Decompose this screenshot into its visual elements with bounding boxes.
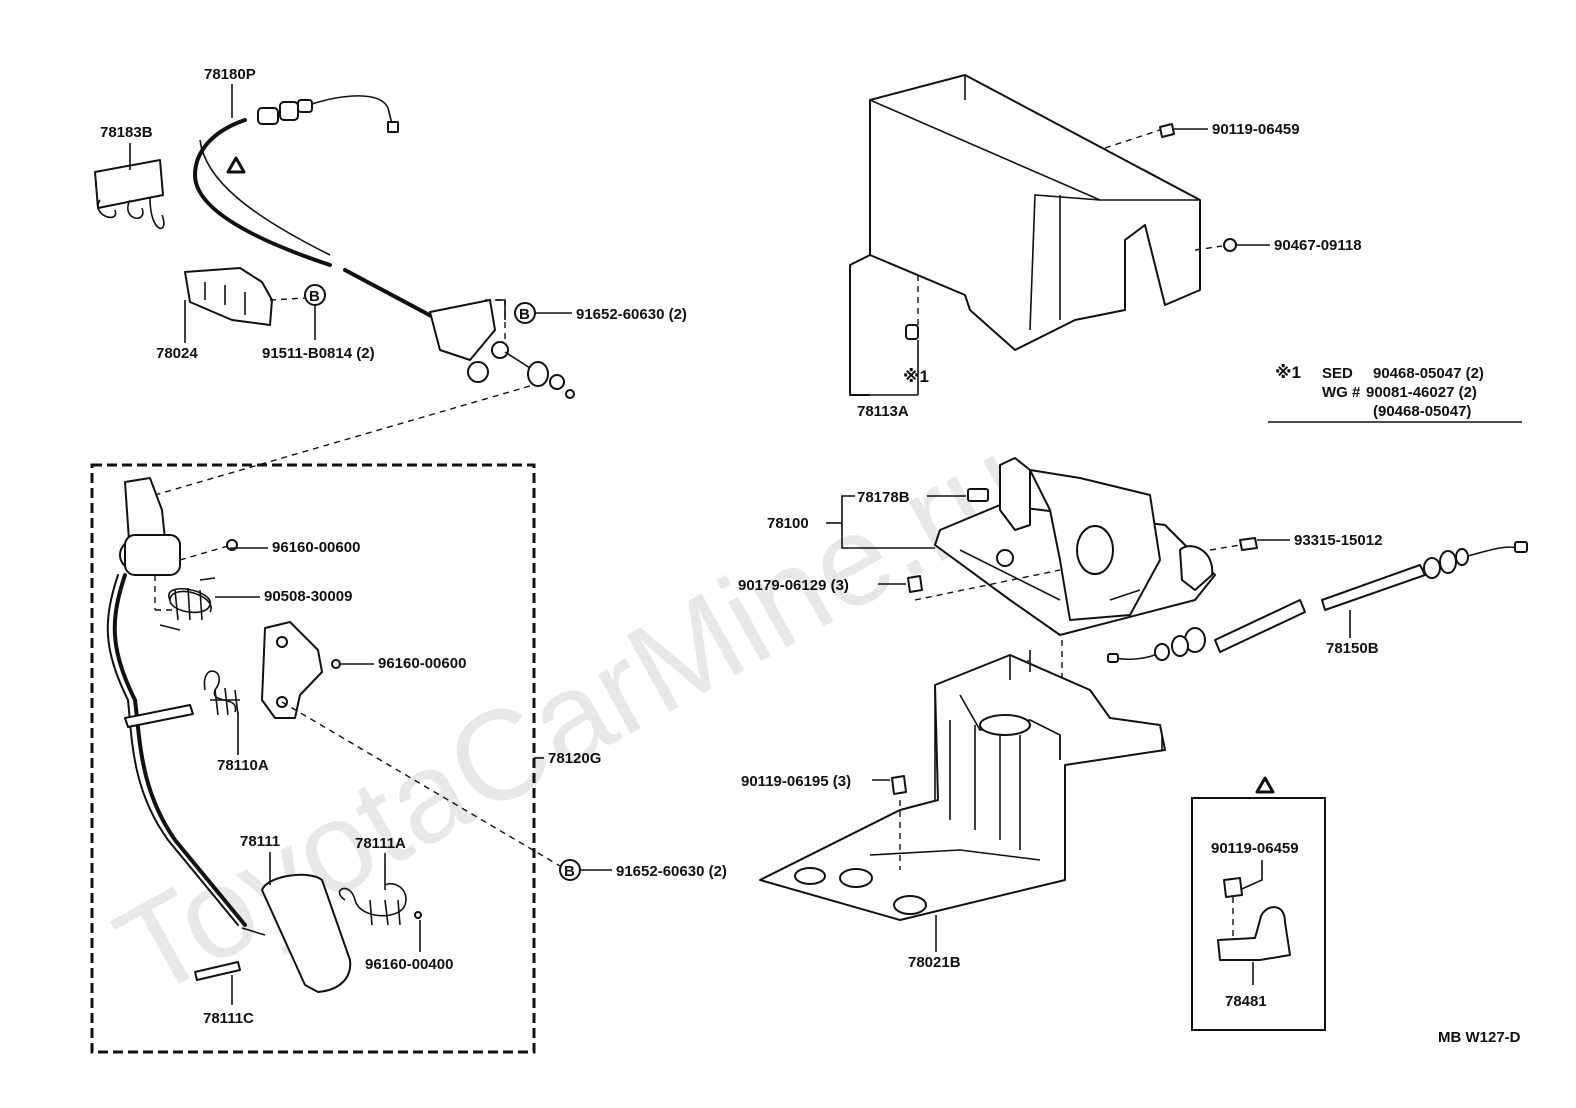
b-mark-letter: B xyxy=(564,863,575,880)
label-78481: 78481 xyxy=(1225,993,1267,1010)
spring-78110A xyxy=(203,670,240,716)
diagram-code: MB W127-D xyxy=(1438,1029,1521,1046)
label-78183B: 78183B xyxy=(100,124,153,141)
label-91511-B0814: 91511-B0814 (2) xyxy=(262,345,375,362)
pedal-bracket-78100 xyxy=(934,457,1216,636)
cover-78113A xyxy=(849,74,1201,396)
reference-note: ※1 SED 90468-05047 (2) WG # 90081-46027 … xyxy=(1268,363,1522,423)
label-78110A: 78110A xyxy=(217,757,269,774)
spring-78111A xyxy=(338,883,407,926)
note-line1-part: 90468-05047 (2) xyxy=(1373,365,1484,382)
cable-78150B xyxy=(1107,541,1528,663)
label-78111A: 78111A xyxy=(355,835,406,852)
cable-bracket-78024 xyxy=(184,267,306,326)
cable-end-assembly xyxy=(429,299,575,399)
pedal-arm xyxy=(106,477,266,936)
label-90119-06459-top: 90119-06459 xyxy=(1212,121,1300,138)
label-78100: 78100 xyxy=(767,515,809,532)
label-90119-06195: 90119-06195 (3) xyxy=(741,773,851,790)
cable-clip-78183B xyxy=(94,159,165,230)
detail-box xyxy=(1191,797,1326,1031)
note-line2-label: WG # xyxy=(1322,384,1361,401)
label-90119-06459-box: 90119-06459 xyxy=(1211,840,1299,857)
label-78024: 78024 xyxy=(156,345,198,362)
label-78180P: 78180P xyxy=(204,66,256,83)
label-78178B: 78178B xyxy=(857,489,910,506)
note-line3-part: (90468-05047) xyxy=(1373,403,1471,420)
base-bracket-78021B xyxy=(759,650,1166,921)
label-78111C: 78111C xyxy=(203,1010,254,1027)
label-78021B: 78021B xyxy=(908,954,961,971)
label-78113A: 78113A xyxy=(857,403,909,420)
accelerator-cable xyxy=(192,95,437,320)
label-91652-60630-low: 91652-60630 (2) xyxy=(616,863,727,880)
note-mark: ※1 xyxy=(1275,363,1301,382)
pin-78111C xyxy=(194,961,241,981)
label-90508-30009: 90508-30009 xyxy=(264,588,352,605)
label-90467-09118: 90467-09118 xyxy=(1274,237,1362,254)
label-78120G: 78120G xyxy=(548,750,601,767)
label-96160-00400: 96160-00400 xyxy=(365,956,453,973)
label-91652-60630-top: 91652-60630 (2) xyxy=(576,306,687,323)
label-96160-00600-b: 96160-00600 xyxy=(378,655,466,672)
label-93315-15012: 93315-15012 xyxy=(1294,532,1382,549)
return-spring-90508 xyxy=(159,577,216,631)
label-90179-06129: 90179-06129 (3) xyxy=(738,577,849,594)
pivot-pin xyxy=(124,704,194,728)
pedal-pad-78111 xyxy=(261,873,352,993)
b-mark-letter: B xyxy=(309,288,320,305)
label-96160-00600-a: 96160-00600 xyxy=(272,539,360,556)
pedal-bracket-plate xyxy=(261,621,323,719)
b-mark-letter: B xyxy=(519,306,530,323)
note-line1-label: SED xyxy=(1322,365,1353,382)
triangle-mark-icon xyxy=(1255,776,1275,794)
label-78150B: 78150B xyxy=(1326,640,1379,657)
bracket-78481 xyxy=(1217,906,1291,961)
label-78111: 78111 xyxy=(240,833,280,850)
note-line2-part: 90081-46027 (2) xyxy=(1366,384,1477,401)
triangle-mark-icon xyxy=(226,156,246,174)
ref-mark-1: ※1 xyxy=(903,367,929,386)
